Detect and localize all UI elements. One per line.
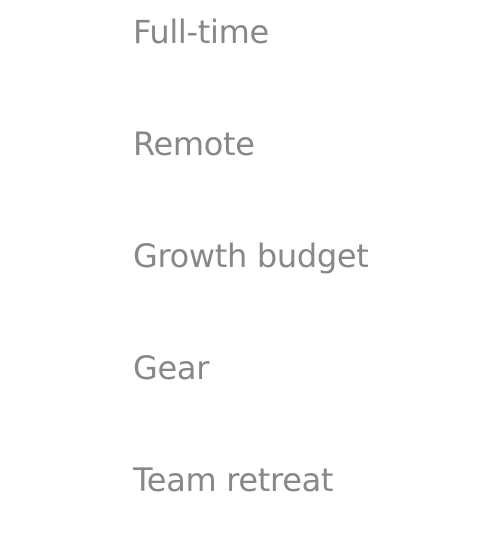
- benefit-label-full-time: Full-time: [133, 13, 269, 51]
- list-item: Remote: [133, 122, 369, 234]
- benefit-label-team-retreat: Team retreat: [133, 461, 334, 499]
- list-item: Full-time: [133, 10, 369, 122]
- benefit-label-remote: Remote: [133, 125, 255, 163]
- benefit-label-gear: Gear: [133, 349, 210, 387]
- benefit-label-growth-budget: Growth budget: [133, 237, 369, 275]
- list-item: Gear: [133, 346, 369, 458]
- list-item: Team retreat: [133, 458, 369, 550]
- list-item: Growth budget: [133, 234, 369, 346]
- benefits-list: Full-time Remote Growth budget Gear Team…: [133, 10, 369, 550]
